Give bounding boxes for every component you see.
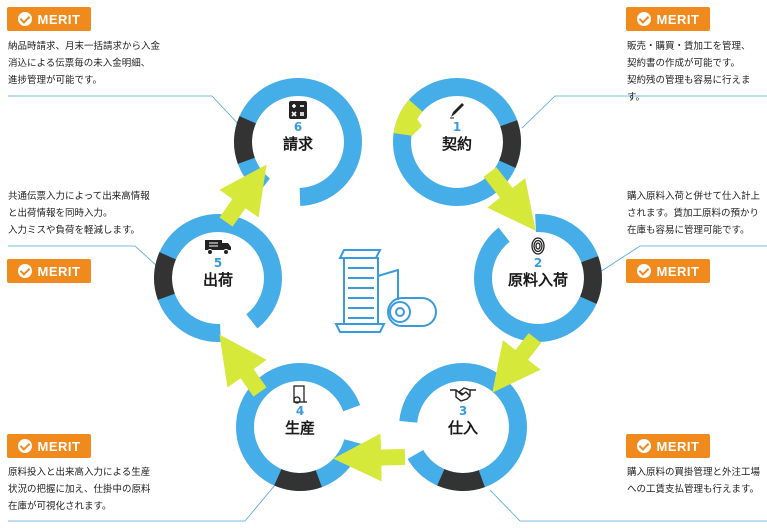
check-circle-icon xyxy=(636,264,651,278)
check-circle-icon xyxy=(636,439,651,453)
check-circle-icon xyxy=(17,439,32,453)
merit-badge-top-left: MERIT xyxy=(7,7,91,31)
merit-label: MERIT xyxy=(37,11,81,27)
merit-badge-bottom-left: MERIT xyxy=(7,434,91,458)
step-6: 6 請求 xyxy=(243,100,353,154)
step-label: 請求 xyxy=(282,135,313,153)
arrow-5-to-6 xyxy=(219,164,267,227)
step-number: 3 xyxy=(458,404,468,418)
merit-badge-bottom-right: MERIT xyxy=(626,434,710,458)
merit-description-top-right: 販売・購買・賃加工を管理、 契約書の作成が可能です。 契約残の管理も容易に行えま… xyxy=(627,41,751,103)
ring-step-1 xyxy=(392,78,521,207)
ring-step-5 xyxy=(153,213,283,343)
merit-description-top-left: 納品時請求、月末一括請求から入金 消込による伝票毎の未入金明細、 進捗管理が可能… xyxy=(8,41,161,86)
step-number: 2 xyxy=(533,256,543,270)
merit-description-mid-right: 購入原料入荷と併せて仕入計上 されます。賃加工原料の預かり 在庫も容易に管理可能… xyxy=(627,191,761,236)
step-label: 出荷 xyxy=(202,271,233,289)
arrow-2-to-3 xyxy=(492,333,542,393)
merit-badge-mid-left: MERIT xyxy=(7,259,91,283)
ring-step-3 xyxy=(398,362,528,492)
calculator-icon xyxy=(243,100,353,120)
merit-description-mid-left: 共通伝票入力によって出来高情報 と出荷情報を同時入力。 入力ミスや負荷を軽減しま… xyxy=(8,191,150,236)
step-label: 原料入荷 xyxy=(507,271,568,289)
merit-label: MERIT xyxy=(656,438,700,454)
arrow-3-to-4 xyxy=(333,433,406,482)
ring-step-2 xyxy=(473,213,603,343)
check-circle-icon xyxy=(636,12,651,26)
step-label: 仕入 xyxy=(447,419,478,437)
step-2: 2 原料入荷 xyxy=(483,236,593,290)
arrow-6-to-1 xyxy=(400,112,422,136)
ring-step-6 xyxy=(233,76,363,207)
connector-lines xyxy=(8,95,767,522)
step-label: 契約 xyxy=(441,135,472,153)
step-number: 6 xyxy=(293,120,303,134)
merit-label: MERIT xyxy=(37,438,81,454)
merit-label: MERIT xyxy=(656,263,700,279)
fabric-spool-icon xyxy=(334,249,437,333)
check-circle-icon xyxy=(17,264,32,278)
merit-description-bottom-left: 原料投入と出来高入力による生産 状況の把握に加え、仕掛中の原料 在庫が可視化され… xyxy=(8,467,151,512)
truck-icon xyxy=(163,236,273,256)
step-4: 4 生産 xyxy=(245,384,355,438)
arrow-4-to-5 xyxy=(219,334,267,397)
step-number: 5 xyxy=(213,256,223,270)
step-1: 1 契約 xyxy=(402,100,512,154)
merit-badge-mid-right: MERIT xyxy=(626,259,710,283)
ring-step-4 xyxy=(235,362,365,492)
step-number: 4 xyxy=(295,404,305,418)
step-number: 1 xyxy=(452,120,462,134)
step-5: 5 出荷 xyxy=(163,236,273,290)
fingerprint-icon xyxy=(483,236,593,256)
check-circle-icon xyxy=(17,12,32,26)
pen-icon xyxy=(402,100,512,120)
step-3: 3 仕入 xyxy=(408,384,518,438)
merit-description-bottom-right: 購入原料の買掛管理と外注工場 への工賃支払管理も行えます。 xyxy=(627,467,761,495)
merit-label: MERIT xyxy=(37,263,81,279)
step-label: 生産 xyxy=(284,419,315,437)
merit-label: MERIT xyxy=(656,11,700,27)
fabric-roll-icon xyxy=(245,384,355,404)
flow-arrows xyxy=(219,164,542,482)
handshake-icon xyxy=(408,384,518,404)
arrow-1-to-2 xyxy=(483,167,536,231)
merit-badge-top-right: MERIT xyxy=(626,7,710,31)
